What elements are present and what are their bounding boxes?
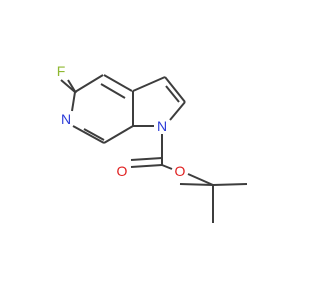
bond-cq-me-left bbox=[179, 183, 214, 186]
bond-c3-c2 bbox=[164, 76, 186, 103]
bond-c-o-ester bbox=[161, 164, 173, 170]
bond-c7-n6 bbox=[72, 125, 105, 144]
structure-drawing: F N N O O bbox=[57, 63, 248, 223]
fluorine-atom-label: F bbox=[57, 63, 66, 79]
bond-o-cq bbox=[187, 173, 214, 186]
bond-c2-n1 bbox=[169, 101, 186, 121]
bond-c4-c3a-inner bbox=[100, 83, 126, 99]
pyridine-nitrogen-label: N bbox=[61, 111, 71, 127]
bond-f-c5 bbox=[60, 79, 76, 93]
molecule-canvas: F N N O O bbox=[57, 63, 248, 223]
bond-c7a-c7 bbox=[103, 125, 134, 144]
bond-c3a-c3 bbox=[132, 76, 166, 92]
bond-c-o-double-a bbox=[130, 164, 163, 168]
bond-c7-n6-inner bbox=[83, 128, 105, 141]
bond-c-o-double-b bbox=[130, 157, 163, 161]
atom-label-layer: F N N O O bbox=[57, 63, 186, 179]
bond-c4-c3a bbox=[103, 74, 133, 92]
pyrrole-nitrogen-label: N bbox=[157, 118, 167, 134]
bond-c5-c4 bbox=[74, 74, 104, 93]
bond-cq-me-right bbox=[212, 183, 248, 186]
bond-layer bbox=[60, 74, 248, 223]
bond-n6-c5 bbox=[71, 91, 76, 112]
carbonyl-oxygen-label: O bbox=[117, 163, 128, 179]
ester-oxygen-label: O bbox=[175, 163, 186, 179]
bond-c3-c2-inner bbox=[165, 85, 180, 103]
